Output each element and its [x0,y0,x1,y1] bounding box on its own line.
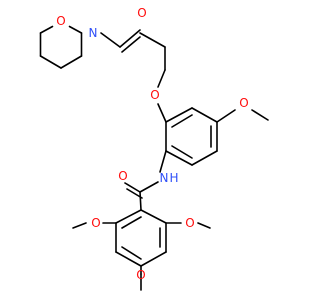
bond [157,69,166,88]
atom-label-amide-n: N [160,171,169,185]
bond [139,32,166,48]
bond [121,246,142,260]
atom-label-methoxy-o-bottom: O [136,268,145,282]
bond [197,222,211,229]
atom-label-methoxy-o-right: O [185,216,194,230]
atom-label-amide-o: O [118,169,127,183]
bond [72,222,87,229]
bond [139,181,159,193]
bond [251,109,269,121]
bond [171,114,193,128]
bond [140,251,167,267]
bond [68,25,83,34]
bond [100,32,121,48]
bond [115,209,142,224]
atom-label-ether-o: O [150,88,159,102]
atom-label-carbonyl-o: O [137,6,146,20]
bond [60,55,83,69]
bond [191,107,218,123]
bond [140,209,167,224]
bond [159,150,167,173]
bond [139,191,142,211]
bond [124,182,141,193]
bond [115,251,142,267]
molecule-diagram: O N O O O N H O O O O [39,6,269,291]
bond [165,150,193,166]
bond [191,150,218,166]
atom-label-methoxy-o-upper: O [239,96,248,110]
bond [216,109,236,123]
atom-label-amide-h: H [169,171,178,185]
bond [39,25,54,34]
atom-labels: O N O O O N H O O O O [56,6,248,282]
bond [121,216,142,229]
bond [39,55,62,69]
atom-label-morpholine-n: N [89,26,98,40]
bond [119,29,141,48]
bonds [39,25,269,291]
bond [171,145,193,159]
bond [165,107,193,123]
bond [157,103,167,123]
atom-label-morpholine-o: O [56,14,65,28]
atom-label-methoxy-o-left: O [91,216,100,230]
bond [121,36,141,53]
